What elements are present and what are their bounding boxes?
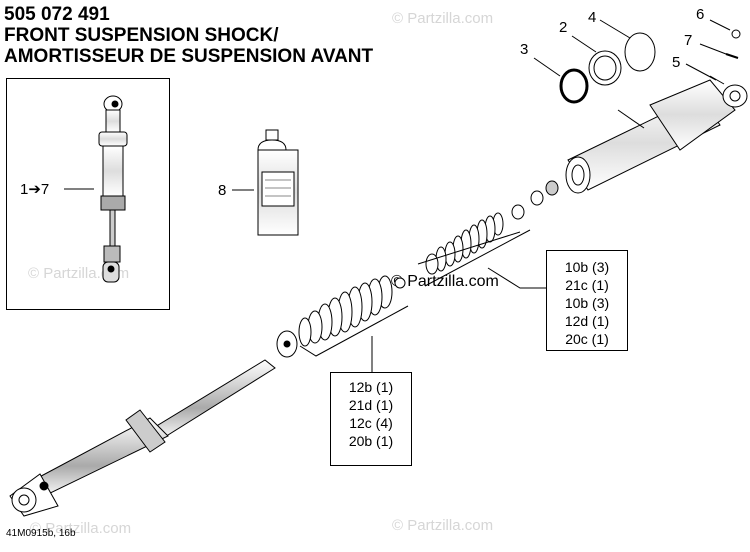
kit-lower-line: 12c (4)	[349, 415, 393, 431]
callout-6: 6	[696, 6, 704, 23]
shim-kit-upper: 10b (3) 21c (1) 10b (3) 12d (1) 20c (1)	[546, 250, 628, 351]
inset-shock	[64, 95, 128, 283]
callout-2: 2	[559, 19, 567, 36]
callout-5: 5	[672, 54, 680, 71]
assembled-shock-inset	[6, 78, 170, 310]
kit-lower-line: 21d (1)	[348, 397, 394, 413]
washer-7	[699, 43, 739, 59]
lower-shim-stack	[276, 275, 409, 372]
oil-bottle	[232, 129, 299, 236]
watermark: © Partzilla.com	[30, 520, 132, 537]
kit-lower-line: 12b (1)	[348, 379, 394, 395]
shim-kit-lower: 12b (1) 21d (1) 12c (4) 20b (1)	[330, 372, 412, 466]
kit-upper-line: 21c (1)	[565, 277, 609, 293]
callout-4: 4	[588, 9, 596, 26]
upper-shim-stack	[417, 212, 546, 289]
kit-upper-line: 10b (3)	[564, 259, 610, 275]
callout-8: 8	[218, 182, 226, 199]
kit-lower-line: 20b (1)	[348, 433, 394, 449]
callout-7: 7	[684, 32, 692, 49]
o-ring-3	[533, 57, 589, 104]
seal-ring-2	[571, 35, 622, 86]
kit-upper-line: 20c (1)	[565, 331, 609, 347]
screw-6	[709, 19, 741, 39]
callout-3: 3	[520, 41, 528, 58]
rod-nut-and-washers	[511, 180, 559, 220]
kit-upper-line: 12d (1)	[564, 313, 610, 329]
figure-code: 41M0915b, 16b	[6, 528, 76, 539]
kit-upper-line: 10b (3)	[564, 295, 610, 311]
center-watermark: © Partzilla.com	[391, 273, 499, 290]
cap-4	[599, 19, 656, 72]
watermark: © Partzilla.com	[392, 517, 494, 534]
diagram-title-english: FRONT SUSPENSION SHOCK/	[4, 25, 279, 46]
shock-body	[565, 75, 748, 194]
diagram-title-french: AMORTISSEUR DE SUSPENSION AVANT	[4, 46, 374, 67]
part-number: 505 072 491	[4, 4, 110, 25]
callout-1-to-7: 1➔7	[20, 181, 49, 198]
watermark: © Partzilla.com	[392, 10, 494, 27]
piston-rod	[9, 359, 276, 517]
